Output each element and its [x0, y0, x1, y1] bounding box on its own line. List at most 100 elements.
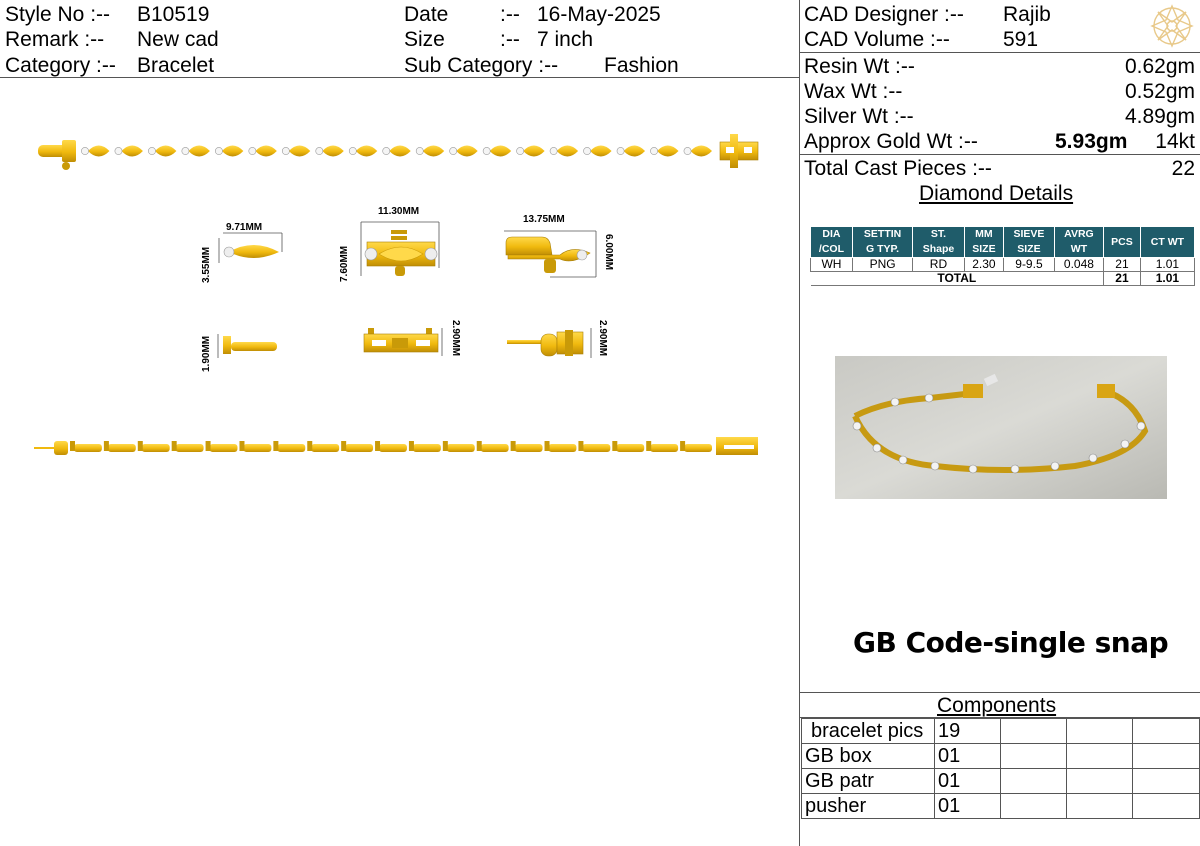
bracelet-setting [205, 441, 211, 451]
bracelet-link [389, 145, 411, 157]
dim-s2-height: 2.90MM [450, 320, 461, 357]
dim-d1-height: 3.55MM [201, 246, 212, 283]
diamond-stone [315, 147, 324, 155]
diamond-stone [482, 147, 491, 155]
style-no-label: Style No :-- [5, 3, 111, 26]
bracelet-link [255, 145, 277, 157]
silver-value: 4.89gm [1124, 105, 1195, 128]
bracelet-setting [273, 441, 279, 451]
clasp-end-detail [507, 328, 592, 358]
bracelet-setting [646, 441, 652, 451]
wax-label: Wax Wt :-- [804, 80, 903, 103]
bracelet-setting [70, 441, 75, 451]
bracelet-setting [375, 441, 381, 451]
bracelet-setting [578, 441, 584, 451]
dim-d2-height: 7.60MM [339, 245, 350, 282]
bracelet-top-view [38, 134, 759, 170]
category-label: Category :-- [5, 54, 116, 77]
bracelet-link [556, 145, 579, 157]
dim-s3-height: 2.90MM [597, 320, 608, 357]
diamond-title: Diamond Details [919, 182, 1074, 205]
bracelet-side-link [277, 444, 306, 452]
bracelet-link [188, 145, 210, 157]
designer-value: Rajib [1003, 3, 1051, 26]
bracelet-side-link [616, 444, 645, 452]
bracelet-setting [612, 441, 618, 451]
resin-value: 0.62gm [1124, 55, 1195, 78]
bracelet-side-link [379, 444, 407, 452]
resin-label: Resin Wt :-- [804, 55, 915, 78]
bracelet-side-link [209, 444, 238, 452]
table-row: bracelet pics 19 [801, 718, 1200, 744]
dim-d3-height: 6.00MM [603, 234, 614, 271]
bracelet-link [88, 145, 110, 157]
bracelet-side-link [480, 444, 509, 452]
cast-label: Total Cast Pieces :-- [804, 157, 992, 180]
bracelet-setting [476, 441, 482, 451]
box-clasp-front-detail [360, 221, 440, 276]
diamond-stone [415, 147, 424, 155]
link-front-detail [218, 232, 283, 263]
clasp-side-detail [504, 230, 597, 278]
diamond-stone [148, 147, 156, 155]
gold-value: 5.93gm [1055, 130, 1128, 153]
volume-label: CAD Volume :-- [804, 28, 950, 51]
bracelet-link [221, 145, 244, 157]
dia-col-header: DIA/COL [810, 226, 853, 258]
remark-value: New cad [137, 28, 219, 51]
table-row: GB patr 01 [801, 768, 1200, 794]
header-bottom-line [0, 77, 800, 78]
dim-d2-width: 11.30MM [378, 206, 420, 217]
bracelet-link [456, 145, 478, 157]
dim-d3-width: 13.75MM [523, 214, 565, 225]
components-top-line [800, 692, 1200, 693]
bracelet-side-link [243, 444, 272, 452]
bracelet-link [489, 145, 512, 157]
components-title: Components [937, 694, 1057, 717]
ct-wt-header: CT WT [1139, 226, 1196, 258]
bracelet-setting [103, 441, 109, 451]
bracelet-side-link [582, 444, 611, 452]
silver-label: Silver Wt :-- [804, 105, 914, 128]
diamond-stone [683, 147, 692, 155]
weights-bottom-line [800, 154, 1200, 155]
bracelet-link [154, 145, 177, 157]
main-divider [799, 0, 800, 846]
bracelet-link [355, 145, 378, 157]
subcat-value: Fashion [604, 54, 679, 77]
wax-value: 0.52gm [1124, 80, 1195, 103]
diamond-stone [650, 147, 658, 155]
size-label: Size [404, 28, 445, 51]
bracelet-side-link [548, 444, 577, 452]
total-row: TOTAL 21 1.01 [810, 271, 1196, 286]
pcs-header: PCS [1103, 226, 1141, 258]
category-value: Bracelet [137, 54, 215, 77]
diamond-stone [281, 147, 290, 155]
remark-label: Remark :-- [5, 28, 105, 51]
bracelet-setting [307, 441, 313, 451]
components-title-line [800, 717, 1200, 718]
bracelet-side-link [514, 444, 543, 452]
bracelet-setting [510, 441, 516, 451]
bracelet-link [590, 145, 612, 157]
bracelet-side-link [684, 444, 712, 452]
diamond-stone [348, 147, 357, 155]
table-row: GB box 01 [801, 743, 1200, 769]
bracelet-link [422, 145, 445, 157]
bracelet-side-link [141, 444, 170, 452]
bracelet-link [690, 145, 712, 157]
size-value: 7 inch [537, 28, 594, 51]
dim-d1-width: 9.71MM [226, 222, 263, 233]
link-side-detail [217, 334, 277, 358]
gold-label: Approx Gold Wt :-- [804, 130, 978, 153]
date-sep: :-- [500, 3, 520, 26]
bracelet-link [523, 145, 545, 157]
diamond-stone [114, 147, 123, 155]
gb-code-text: GB Code-single snap [853, 626, 1169, 659]
bracelet-side-link [446, 444, 475, 452]
ornament-logo-icon [1150, 4, 1194, 48]
